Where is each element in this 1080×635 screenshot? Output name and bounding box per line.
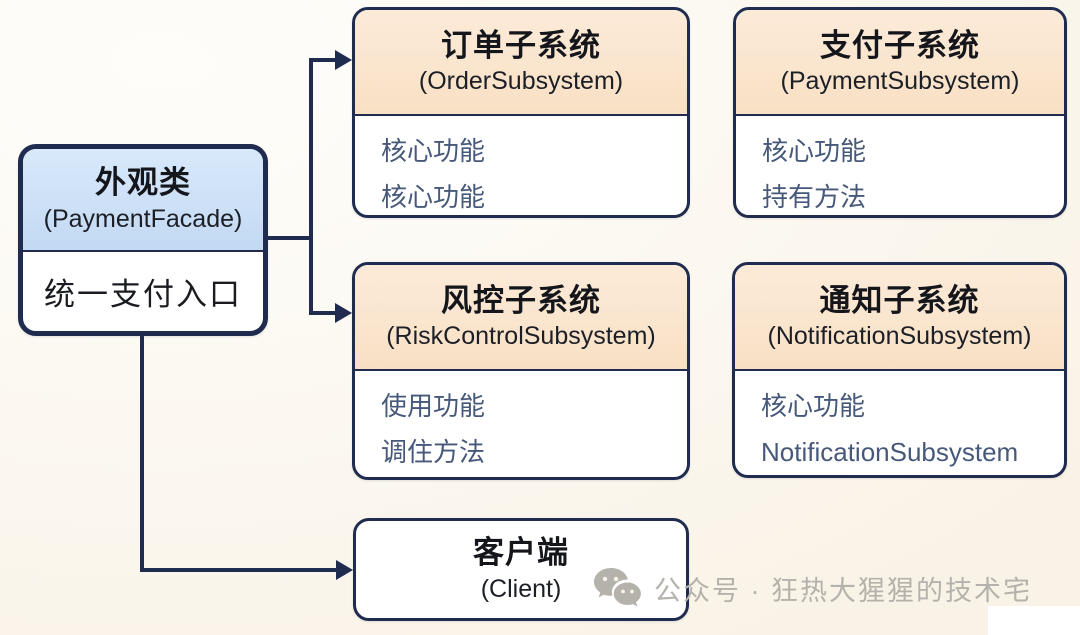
- node-order-title: 订单子系统: [441, 27, 601, 63]
- node-risk-subsystem: 风控子系统 (RiskControlSubsystem) 使用功能 调住方法: [352, 262, 690, 480]
- connector-order-arm: [309, 58, 337, 62]
- connector-client-vertical: [140, 335, 144, 572]
- node-order-body: 核心功能 核心功能: [355, 116, 687, 215]
- connector-risk-arm: [309, 311, 337, 315]
- node-payment-header: 支付子系统 (PaymentSubsystem): [736, 10, 1064, 116]
- node-client: 客户端 (Client): [353, 518, 689, 621]
- node-client-title: 客户端: [473, 535, 569, 571]
- node-facade-title: 外观类: [95, 165, 191, 201]
- node-risk-subtitle: (RiskControlSubsystem): [386, 322, 656, 351]
- node-order-subsystem: 订单子系统 (OrderSubsystem) 核心功能 核心功能: [352, 7, 690, 218]
- node-item: 调住方法: [381, 437, 486, 467]
- node-payment-subtitle: (PaymentSubsystem): [780, 67, 1020, 96]
- node-notification-header: 通知子系统 (NotificationSubsystem): [735, 265, 1064, 371]
- arrowhead-order: [335, 50, 352, 70]
- node-payment-subsystem: 支付子系统 (PaymentSubsystem) 核心功能 持有方法: [733, 7, 1067, 218]
- watermark-text: 公众号 · 狂热大猩猩的技术宅: [654, 575, 1032, 606]
- node-item: 核心功能: [381, 136, 486, 166]
- connector-trunk-vertical: [309, 58, 313, 315]
- facade-entry-label: 统一支付入口: [44, 277, 242, 312]
- node-risk-body: 使用功能 调住方法: [355, 371, 687, 475]
- node-notification-subsystem: 通知子系统 (NotificationSubsystem) 核心功能 Notif…: [732, 262, 1067, 478]
- node-order-subtitle: (OrderSubsystem): [418, 67, 624, 96]
- connector-facade-stub: [263, 236, 313, 240]
- node-risk-title: 风控子系统: [441, 282, 601, 318]
- node-item: 核心功能: [381, 182, 486, 212]
- node-facade: 外观类 (PaymentFacade) 统一支付入口: [18, 144, 268, 336]
- wechat-icon: [592, 566, 644, 610]
- node-item: 核心功能: [761, 391, 866, 421]
- node-item: 核心功能: [762, 136, 867, 166]
- corner-white-patch: [988, 606, 1080, 635]
- node-payment-title: 支付子系统: [820, 27, 980, 63]
- node-notification-body: 核心功能 NotificationSubsystem: [735, 371, 1064, 475]
- node-notification-title: 通知子系统: [819, 282, 980, 318]
- node-risk-header: 风控子系统 (RiskControlSubsystem): [355, 265, 687, 371]
- watermark: 公众号 · 狂热大猩猩的技术宅: [592, 566, 1032, 610]
- node-item: 使用功能: [381, 391, 486, 421]
- node-notification-subtitle: (NotificationSubsystem): [767, 322, 1032, 351]
- node-facade-subtitle: (PaymentFacade): [43, 204, 243, 233]
- node-order-header: 订单子系统 (OrderSubsystem): [355, 10, 687, 116]
- connector-client-horizontal: [140, 568, 338, 572]
- node-client-inner: 客户端 (Client): [356, 521, 686, 618]
- node-client-subtitle: (Client): [480, 574, 562, 603]
- node-facade-header: 外观类 (PaymentFacade): [23, 149, 263, 252]
- node-item: NotificationSubsystem: [761, 437, 1019, 467]
- node-payment-body: 核心功能 持有方法: [736, 116, 1064, 215]
- arrowhead-client: [336, 560, 353, 580]
- node-facade-body: 统一支付入口: [23, 252, 263, 331]
- arrowhead-risk: [335, 303, 352, 323]
- node-item: 持有方法: [762, 182, 867, 212]
